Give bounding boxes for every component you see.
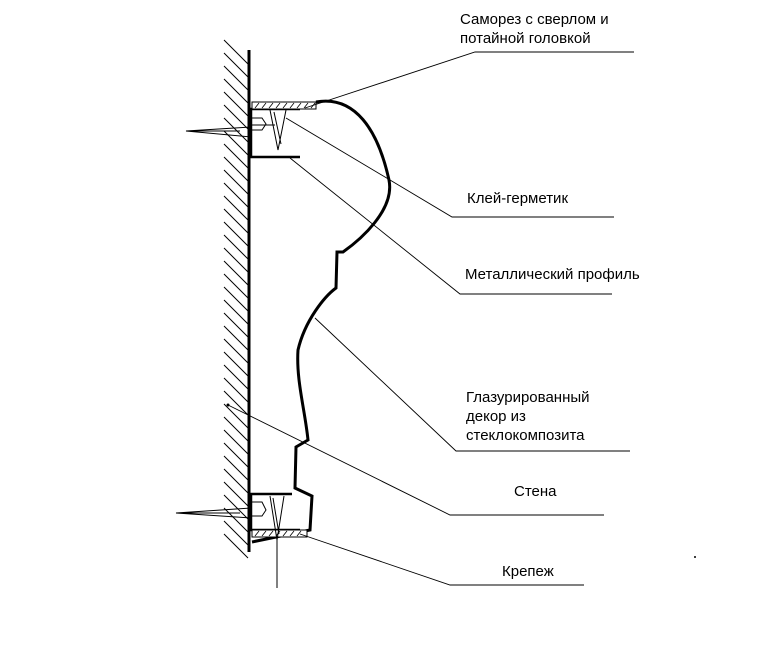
label-fastener: Крепеж — [502, 563, 554, 580]
wall-hatch-stroke — [223, 208, 249, 234]
leader-fastener — [299, 533, 584, 586]
wall-hatch-stroke — [223, 143, 249, 169]
bottom-sealant — [251, 529, 308, 538]
wall-hatch-stroke — [223, 182, 249, 208]
wall-hatch-stroke — [223, 195, 249, 221]
wall-hatch-stroke — [223, 52, 249, 78]
top-metal-profile — [249, 107, 300, 159]
wall-hatch-stroke — [223, 520, 249, 546]
bottom-screw — [175, 495, 285, 588]
wall-hatch-stroke — [223, 325, 249, 351]
label-sealant: Клей-герметик — [467, 190, 569, 207]
wall-hatching — [223, 39, 249, 559]
label-decor: Глазурированный декор из стеклокомпозита — [466, 388, 590, 445]
wall-hatch-stroke — [223, 403, 249, 429]
wall-hatch-stroke — [223, 442, 249, 468]
wall-hatch-stroke — [223, 494, 249, 520]
wall-hatch-stroke — [223, 260, 249, 286]
wall-hatch-stroke — [223, 364, 249, 390]
stray-dot — [694, 556, 696, 558]
label-profile: Металлический профиль — [465, 266, 640, 283]
top-sealant — [251, 101, 317, 110]
wall-hatch-stroke — [223, 286, 249, 312]
wall-hatch-stroke — [223, 117, 249, 143]
wall-hatch-stroke — [223, 65, 249, 91]
wall-hatch-stroke — [223, 533, 249, 559]
wall-hatch-stroke — [223, 91, 249, 117]
wall-hatch-stroke — [223, 299, 249, 325]
wall-hatch-stroke — [223, 273, 249, 299]
wall-hatch-stroke — [223, 156, 249, 182]
leader-decor — [314, 317, 630, 452]
label-decor-line2: декор из — [466, 408, 526, 425]
wall-hatch-stroke — [223, 507, 249, 533]
wall-hatch-stroke — [223, 78, 249, 104]
wall-hatch-stroke — [223, 169, 249, 195]
wall-hatch-stroke — [223, 312, 249, 338]
wall-hatch-stroke — [223, 377, 249, 403]
top-screw — [185, 109, 287, 151]
wall-hatch-stroke — [223, 416, 249, 442]
leader-screw — [304, 51, 634, 109]
wall-hatch-stroke — [223, 481, 249, 507]
wall-hatch-stroke — [223, 455, 249, 481]
leader-sealant — [285, 117, 614, 218]
decor-profile-outline — [251, 99, 392, 544]
wall-hatch-stroke — [223, 429, 249, 455]
wall-point-dot — [226, 403, 230, 407]
wall-hatch-stroke — [223, 104, 249, 130]
wall-hatch-stroke — [223, 390, 249, 416]
wall-hatch-stroke — [223, 247, 249, 273]
wall-hatch-stroke — [223, 468, 249, 494]
leader-wall — [227, 404, 604, 516]
label-wall: Стена — [514, 483, 557, 500]
leader-profile — [289, 157, 612, 295]
leader-lines — [227, 51, 634, 586]
label-screw-line1: Саморез с сверлом и — [460, 11, 609, 28]
label-screw: Саморез с сверлом и потайной головкой — [460, 10, 609, 48]
wall-hatch-stroke — [223, 351, 249, 377]
wall-hatch-stroke — [223, 39, 249, 65]
label-decor-line3: стеклокомпозита — [466, 427, 585, 444]
wall-hatch-stroke — [223, 234, 249, 260]
wall-hatch-stroke — [223, 221, 249, 247]
label-screw-line2: потайной головкой — [460, 30, 591, 47]
wall-hatch-stroke — [223, 338, 249, 364]
label-decor-line1: Глазурированный — [466, 389, 590, 406]
